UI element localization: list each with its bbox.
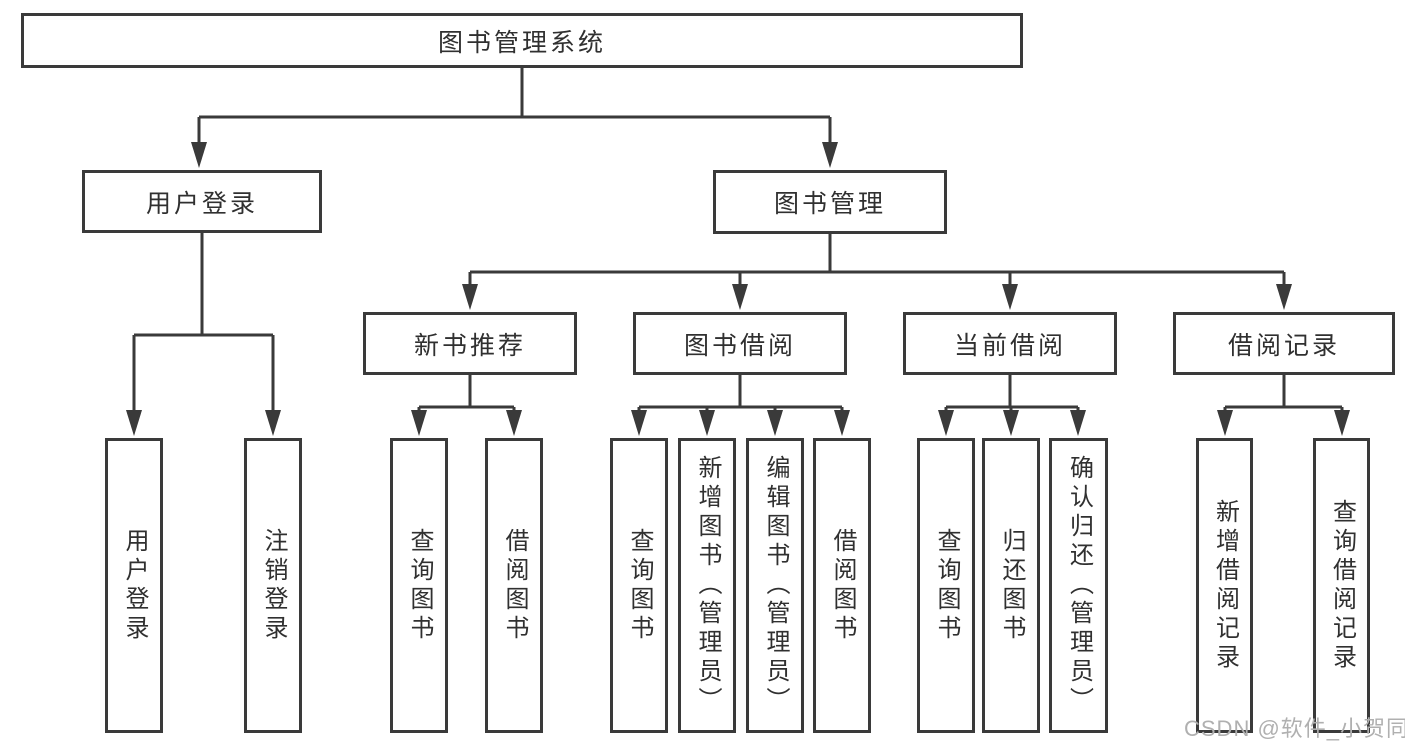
leaf-add-borrow-record: 新增借阅记录 xyxy=(1196,438,1253,733)
node-new-book-recommendation: 新书推荐 xyxy=(363,312,577,375)
leaf-query-book-borrow: 查询图书 xyxy=(610,438,668,733)
node-current-borrowing: 当前借阅 xyxy=(903,312,1117,375)
node-borrowing-records: 借阅记录 xyxy=(1173,312,1395,375)
node-label: 归还图书 xyxy=(998,527,1025,644)
node-label: 注销登录 xyxy=(260,527,287,644)
node-label: 借阅记录 xyxy=(1227,331,1340,360)
leaf-edit-book-admin: 编辑图书（管理员） xyxy=(746,438,804,733)
node-label: 查询图书 xyxy=(626,527,653,644)
leaf-logout-login: 注销登录 xyxy=(244,438,302,733)
node-label: 查询图书 xyxy=(933,527,960,644)
node-label: 图书管理 xyxy=(773,190,886,218)
arrowheads xyxy=(126,142,1350,436)
leaf-query-book-current: 查询图书 xyxy=(917,438,975,733)
node-library-management-system: 图书管理系统 xyxy=(21,13,1023,68)
node-label: 确认归还（管理员） xyxy=(1065,455,1093,716)
node-label: 借阅图书 xyxy=(829,527,856,644)
leaf-add-book-admin: 新增图书（管理员） xyxy=(678,438,736,733)
leaf-confirm-return-admin: 确认归还（管理员） xyxy=(1049,438,1108,733)
node-label: 查询借阅记录 xyxy=(1328,498,1356,673)
node-label: 图书借阅 xyxy=(683,331,796,360)
node-label: 用户登录 xyxy=(145,189,258,218)
node-book-management: 图书管理 xyxy=(713,170,947,234)
leaf-return-book: 归还图书 xyxy=(982,438,1040,733)
node-label: 借阅图书 xyxy=(501,527,528,644)
node-user-login: 用户登录 xyxy=(82,170,322,233)
node-label: 当前借阅 xyxy=(953,331,1066,360)
node-label: 新书推荐 xyxy=(413,331,526,360)
leaf-user-login: 用户登录 xyxy=(105,438,163,733)
node-label: 新增图书（管理员） xyxy=(694,455,721,716)
node-label: 图书管理系统 xyxy=(437,28,606,57)
leaf-borrow-book-recommend: 借阅图书 xyxy=(485,438,543,733)
node-label: 用户登录 xyxy=(121,527,148,644)
leaf-borrow-book: 借阅图书 xyxy=(813,438,871,733)
node-label: 编辑图书（管理员） xyxy=(762,455,789,716)
leaf-query-book-recommend: 查询图书 xyxy=(390,438,448,733)
node-label: 新增借阅记录 xyxy=(1211,498,1239,673)
leaf-query-borrow-record: 查询借阅记录 xyxy=(1313,438,1370,733)
node-book-borrowing: 图书借阅 xyxy=(633,312,847,375)
node-label: 查询图书 xyxy=(406,527,433,644)
csdn-watermark: CSDN @软件_小贺同学 xyxy=(1184,716,1405,741)
